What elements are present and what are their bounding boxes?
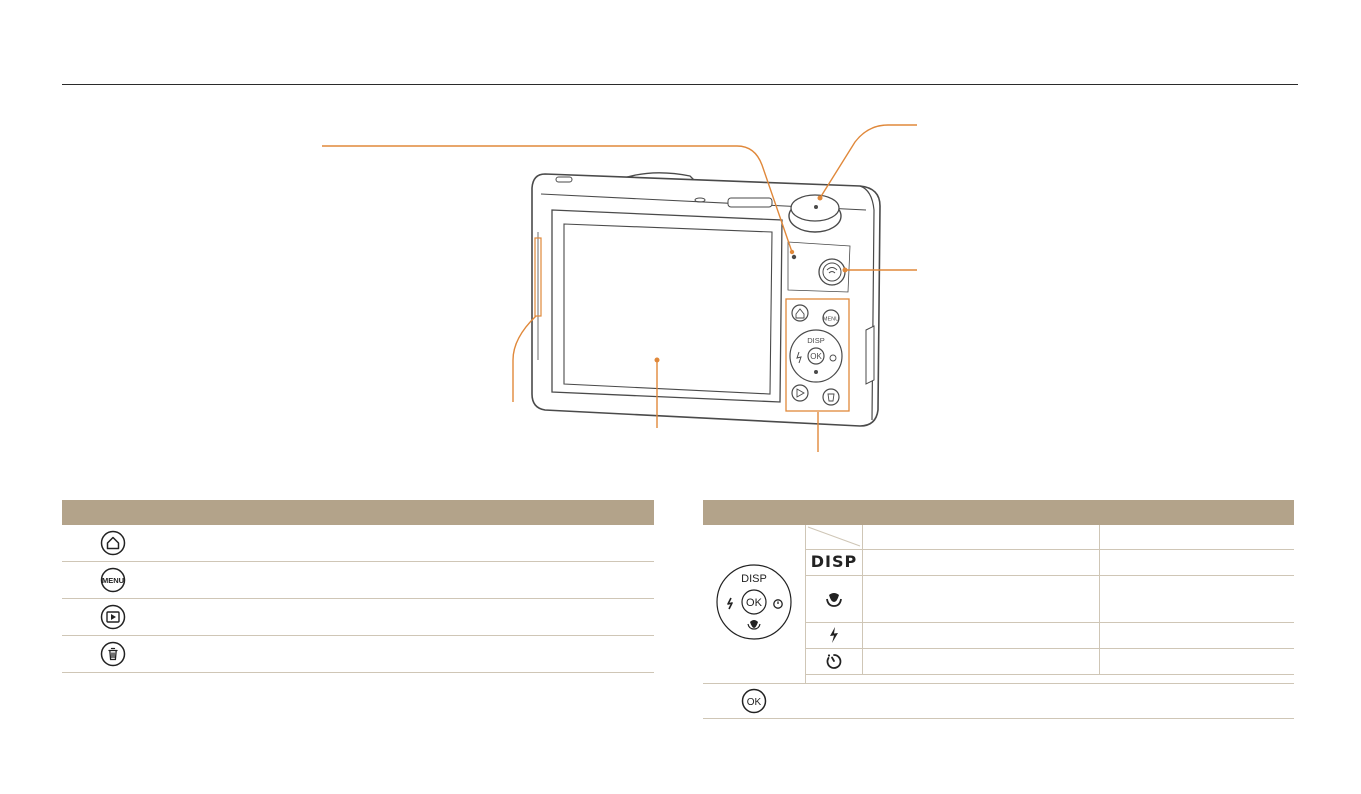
disp-button-text: DISP — [807, 336, 825, 345]
power-button — [694, 197, 706, 203]
playback-icon-cell — [62, 598, 164, 636]
flash-icon-cell — [806, 622, 863, 649]
diagonal-header — [806, 525, 863, 550]
svg-text:OK: OK — [747, 697, 762, 708]
flash-desc-b — [1099, 622, 1294, 649]
sub-row-flash — [806, 622, 1294, 649]
navigation-table-header — [703, 500, 1294, 525]
dial-flash-icon — [727, 597, 733, 609]
menu-icon: MENU — [100, 567, 126, 593]
ok-button-text: OK — [810, 352, 822, 361]
timer-icon-cell — [806, 648, 863, 675]
home-description — [164, 525, 654, 562]
menu-button-art — [822, 309, 840, 327]
navigation-table: OK DISP — [703, 500, 1294, 719]
table-row: MENU — [62, 561, 654, 599]
status-lamp — [791, 254, 797, 260]
dial-sub-cell: DISP — [806, 525, 1294, 684]
header-col-description — [164, 500, 654, 525]
home-button-art — [791, 304, 809, 322]
playback-description — [164, 598, 654, 636]
buttons-table: MENU — [62, 500, 654, 673]
lcd-screen — [563, 223, 773, 395]
delete-description — [164, 635, 654, 673]
table-row — [62, 598, 654, 636]
flash-desc-a — [862, 622, 1100, 649]
flash-icon — [830, 627, 838, 643]
playback-button-art — [791, 384, 809, 402]
timer-icon — [826, 654, 842, 669]
menu-button-text: MENU — [823, 317, 839, 323]
dial-ok-label: OK — [746, 597, 763, 609]
disp-desc-b — [1099, 549, 1294, 576]
zoom-lever — [727, 197, 773, 208]
dial-timer-icon — [773, 598, 783, 609]
disp-desc-a — [862, 549, 1100, 576]
header-col-description — [805, 500, 1294, 525]
timer-desc-b — [1099, 648, 1294, 675]
sub-row-timer — [806, 648, 1294, 675]
home-icon-cell — [62, 525, 164, 562]
sub-row-disp: DISP — [806, 549, 1294, 576]
home-icon — [100, 530, 126, 556]
ok-description — [805, 683, 1294, 719]
delete-icon-cell — [62, 635, 164, 673]
table-row — [62, 635, 654, 673]
sub-col-a — [862, 525, 1100, 550]
speaker-slot — [555, 176, 573, 183]
navigation-dial-icon: OK DISP — [716, 563, 792, 640]
macro-desc-a — [862, 575, 1100, 623]
callout-lines — [322, 124, 917, 452]
macro-desc-b — [1099, 575, 1294, 623]
menu-description — [164, 561, 654, 599]
sub-row-macro — [806, 575, 1294, 623]
menu-icon-cell: MENU — [62, 561, 164, 599]
delete-button-art — [822, 388, 840, 406]
disp-label: DISP — [810, 552, 858, 571]
dial-disp-label: DISP — [741, 573, 767, 585]
macro-icon-cell — [806, 575, 863, 623]
disp-label-cell: DISP — [806, 549, 863, 576]
header-rule — [62, 84, 1298, 85]
delete-icon — [100, 641, 126, 667]
buttons-table-header — [62, 500, 654, 525]
sub-col-b — [1099, 525, 1294, 550]
timer-desc-a — [862, 648, 1100, 675]
dial-icon-cell: OK DISP — [703, 525, 806, 684]
playback-icon — [100, 604, 126, 630]
dial-row: OK DISP — [703, 525, 1294, 684]
table-row — [62, 525, 654, 562]
buttons-highlight — [785, 298, 850, 412]
side-highlight — [534, 237, 542, 317]
sub-row-header — [806, 525, 1294, 550]
macro-icon — [826, 592, 842, 607]
svg-text:MENU: MENU — [102, 576, 124, 585]
camera-illustration: MENU OK DISP — [322, 124, 917, 452]
ok-button-icon: OK — [742, 688, 767, 714]
ok-icon-cell: OK — [703, 683, 806, 719]
strap-port — [865, 325, 875, 385]
dial-macro-icon — [747, 619, 761, 630]
ok-row: OK — [703, 683, 1294, 719]
dial-sub-table: DISP — [806, 525, 1294, 675]
header-col-button — [703, 500, 806, 525]
header-col-button — [62, 500, 164, 525]
